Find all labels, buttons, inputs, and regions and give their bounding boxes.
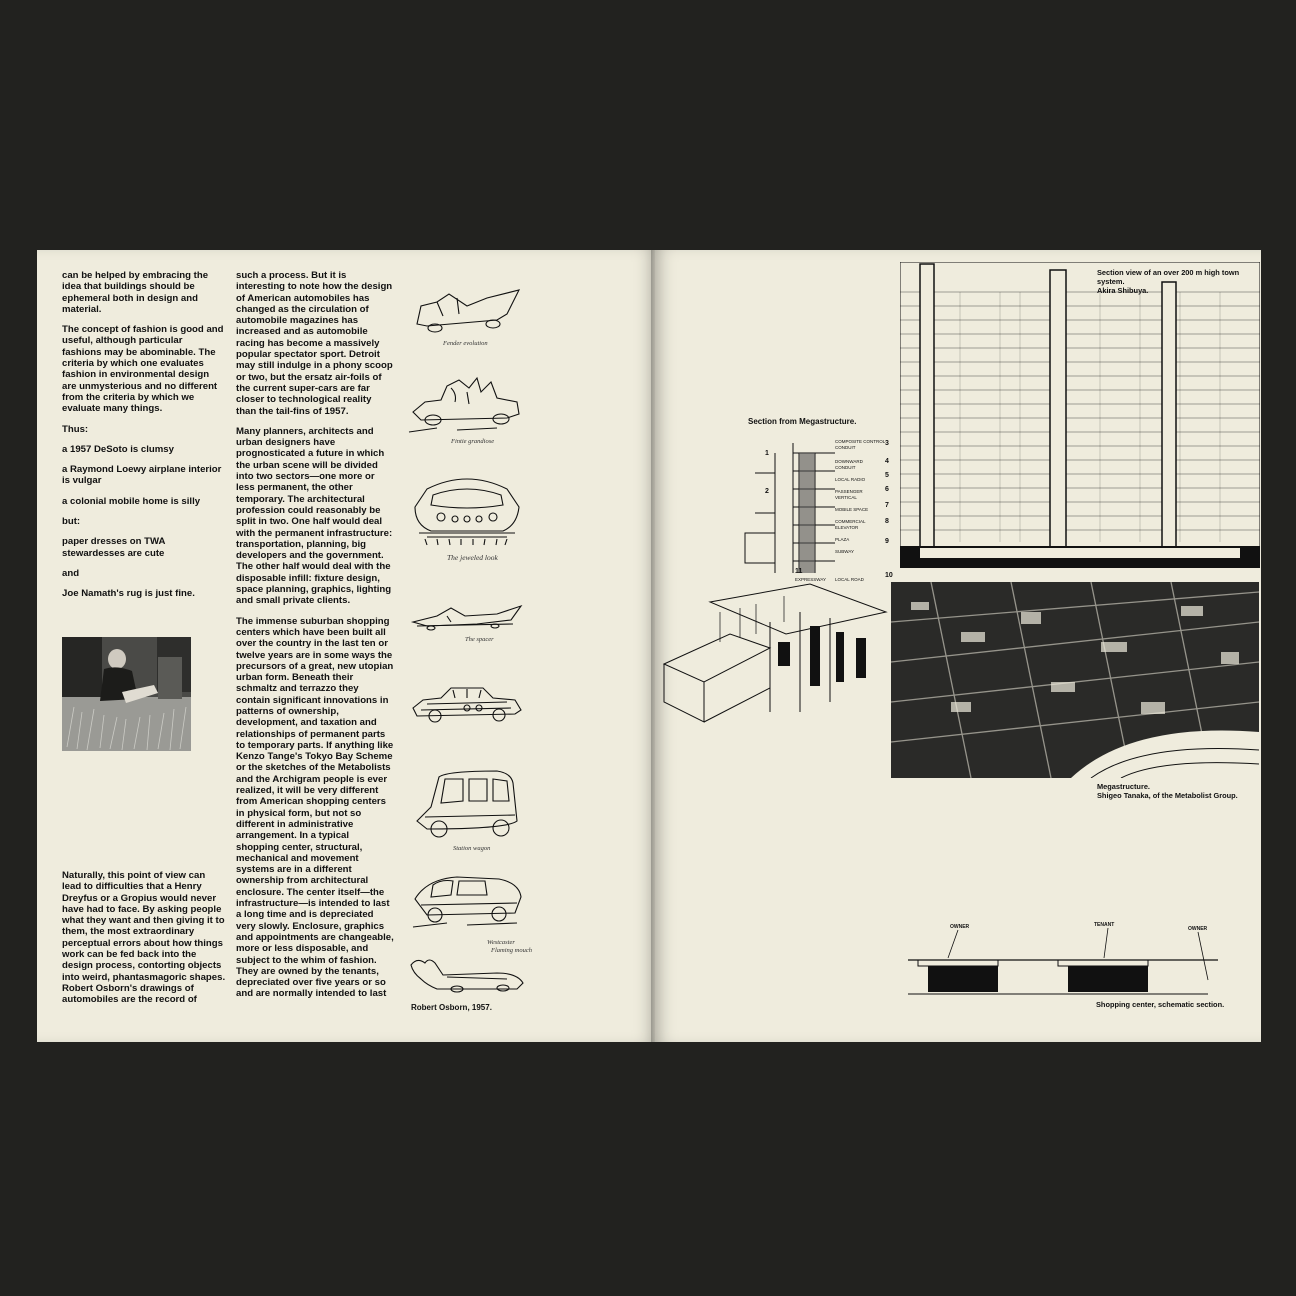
- section-label: LOCAL RADIO: [835, 477, 866, 482]
- isometric-megastructure-drawing: [660, 582, 888, 724]
- paragraph: Joe Namath's rug is just fine.: [62, 588, 195, 600]
- megastructure-aerial-drawing: [891, 582, 1259, 778]
- car-sketch-fender-evolution: Fender evolution: [407, 284, 527, 350]
- caption-line: Megastructure.: [1097, 782, 1150, 791]
- schematic-label: TENANT: [1094, 922, 1114, 928]
- sketch-caption: Fintie grandiose: [451, 438, 495, 445]
- caption-line: Akira Shibuya.: [1097, 286, 1149, 295]
- section-number: 1: [765, 450, 769, 457]
- section-number: 2: [765, 488, 769, 495]
- shopping-center-schematic: OWNER TENANT OWNER: [908, 910, 1238, 1000]
- section-number: 3: [885, 440, 889, 447]
- section-label: CONDUIT: [835, 445, 856, 450]
- section-label: EXPRESSWAY: [795, 577, 826, 582]
- sketch-caption: The spacer: [465, 636, 494, 643]
- section-number: 6: [885, 486, 889, 493]
- car-sketch-westcaster: Westcaster: [407, 865, 527, 947]
- paragraph: Many planners, architects and urban desi…: [236, 425, 393, 607]
- section-number: 9: [885, 538, 889, 545]
- section-number: 10: [885, 572, 893, 579]
- caption-line: Section view of an over 200 m high town …: [1097, 268, 1240, 286]
- schematic-label: OWNER: [1188, 926, 1208, 932]
- section-number: 4: [885, 458, 889, 465]
- paragraph: and: [62, 567, 80, 579]
- sketch-caption: Fender evolution: [443, 340, 488, 347]
- paragraph: can be helped by embracing the idea that…: [62, 270, 209, 315]
- caption-megastructure: Megastructure. Shigeo Tanaka, of the Met…: [1097, 782, 1257, 800]
- caption-shopping-center: Shopping center, schematic section.: [1096, 1000, 1225, 1009]
- credit-robert-osborn: Robert Osborn, 1957.: [411, 1003, 492, 1012]
- paragraph: but:: [62, 516, 81, 528]
- paragraph: Naturally, this point of view can lead t…: [62, 870, 226, 1006]
- section-label: PASSENGER: [835, 489, 863, 494]
- car-sketch-flaming-mouch: Flaming mouch: [407, 947, 532, 1003]
- left-page: can be helped by embracing the idea that…: [37, 250, 655, 1042]
- paragraph: a Raymond Loewy airplane interior is vul…: [62, 464, 222, 487]
- paragraph: The immense suburban shopping centers wh…: [236, 615, 394, 1000]
- section-label: MOBILE SPACE: [835, 507, 868, 512]
- caption-megastructure-section: Section from Megastructure.: [748, 417, 857, 426]
- section-view-drawing: [900, 262, 1260, 568]
- car-sketch-spacer: The spacer: [407, 602, 527, 644]
- photo-joe-namath: [62, 637, 191, 751]
- section-label: VERTICAL: [835, 495, 857, 500]
- text-column-2: such a process. But it is interesting to…: [236, 270, 394, 1009]
- section-label: COMMERCIAL: [835, 519, 866, 524]
- section-label: CONDUIT: [835, 465, 856, 470]
- section-label: PLAZA: [835, 537, 849, 542]
- paragraph: a 1957 DeSoto is clumsy: [62, 443, 174, 455]
- caption-section-view: Section view of an over 200 m high town …: [1097, 268, 1257, 295]
- section-label: DOWNWARD: [835, 459, 864, 464]
- schematic-label: OWNER: [950, 924, 970, 930]
- paragraph: paper dresses on TWA stewardesses are cu…: [62, 536, 166, 559]
- section-label: SUBWAY: [835, 549, 854, 554]
- section-label: COMPOSITE CONTROL: [835, 439, 886, 444]
- sketch-caption: Westcaster: [487, 939, 515, 946]
- caption-line: Shigeo Tanaka, of the Metabolist Group.: [1097, 791, 1238, 800]
- car-sketch-sedan: [407, 680, 527, 728]
- car-sketch-jeweled-look: The jeweled look: [407, 467, 527, 562]
- car-sketch-fintie-grandiose: Fintie grandiose: [407, 372, 527, 447]
- car-sketch-station-wagon: Station wagon: [407, 765, 527, 855]
- section-number: 11: [795, 568, 803, 575]
- paragraph: a colonial mobile home is silly: [62, 495, 201, 507]
- sketch-caption: Flaming mouch: [491, 947, 532, 954]
- section-number: 7: [885, 502, 889, 509]
- paragraph: The concept of fashion is good and usefu…: [62, 324, 224, 415]
- sketch-caption: Station wagon: [453, 845, 491, 852]
- section-number: 5: [885, 472, 889, 479]
- right-page: Section view of an over 200 m high town …: [655, 250, 1261, 1042]
- paragraph: such a process. But it is interesting to…: [236, 270, 393, 417]
- megastructure-section-drawing: COMPOSITE CONTROL CONDUIT DOWNWARD CONDU…: [735, 433, 893, 583]
- section-label: LOCAL ROAD: [835, 577, 865, 582]
- section-number: 8: [885, 518, 889, 525]
- text-column-1-bottom: Naturally, this point of view can lead t…: [62, 870, 226, 1006]
- paragraph: Thus:: [62, 423, 89, 435]
- section-label: ELEVATOR: [835, 525, 859, 530]
- sketch-caption: The jeweled look: [447, 553, 498, 562]
- text-column-1: can be helped by embracing the idea that…: [62, 270, 224, 609]
